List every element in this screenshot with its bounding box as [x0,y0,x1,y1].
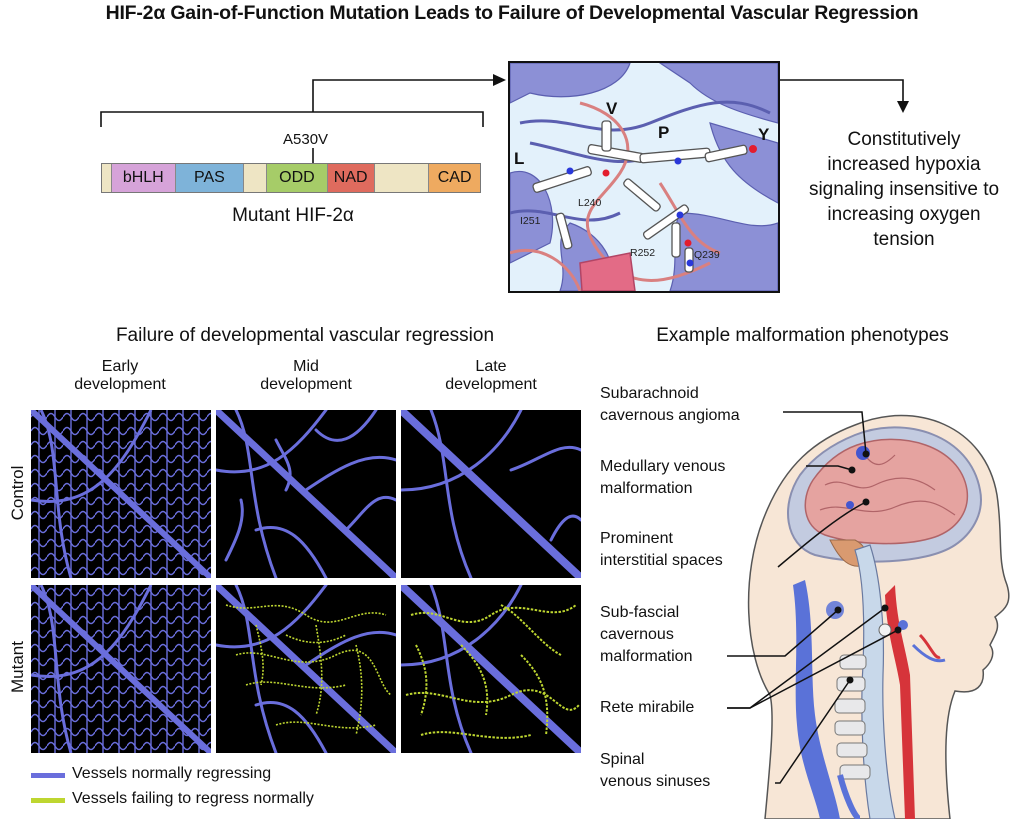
panel-mutant-early [31,585,211,753]
legend-label-regressing: Vessels normally regressing [72,765,272,782]
stage-line: development [445,376,537,393]
domain-bhlh: bHLH [111,164,176,192]
figure-title: HIF-2α Gain-of-Function Mutation Leads t… [105,2,919,24]
outcome-line: Constitutively [847,129,961,150]
residue-label-v: V [606,99,618,118]
panel-mutant-late [401,585,581,753]
outcome-line: increased hypoxia [827,154,981,175]
protein-linker [244,164,268,192]
panel-control-late [401,410,581,578]
phenotype-label-rete: Rete mirabile [600,697,694,719]
domain-nad: NAD [327,164,375,192]
domain-odd: ODD [267,164,328,192]
protein-linker [374,164,430,192]
label-line: Prominent [600,530,673,547]
stage-line: Late [475,358,507,375]
domain-pas: PAS [175,164,245,192]
residue-label-i251: I251 [520,215,541,227]
residue-label-q239: Q239 [694,249,720,261]
head-anatomy-illustration [747,414,1010,819]
residue-label-r252: R252 [630,247,656,259]
label-line: Medullary venous [600,458,726,475]
label-line: Subarachnoid [600,385,699,402]
stage-line: Mid [293,358,319,375]
stage-line: Early [101,358,139,375]
legend-swatch-failing [31,798,65,803]
outcome-line: signaling insensitive to [808,179,1000,200]
residue-label-l240: L240 [578,197,602,209]
residue-label-p: P [658,123,670,142]
label-line: Rete mirabile [600,699,695,716]
label-line: venous sinuses [600,773,711,790]
protein-structure-panel: V L P Y I251 L240 R252 Q239 [508,61,780,293]
protein-domain-bar: bHLH PAS ODD NAD CAD [101,163,481,193]
panel-control-mid [216,410,396,578]
legend-label-failing: Vessels failing to regress normally [72,790,314,807]
vessel-network [216,410,396,578]
vessel-network [31,410,211,578]
phenotype-label-subfascial: Sub-fascial cavernous malformation [600,602,692,668]
residue-label-l: L [514,149,525,168]
panel-mutant-mid [216,585,396,753]
outcome-line: tension [873,229,935,250]
label-line: Spinal [600,751,645,768]
panel-control-early [31,410,211,578]
stage-label-late: Late development [401,358,581,394]
label-line: malformation [600,480,693,497]
vessel-network [31,585,211,753]
phenotype-label-interstitial: Prominent interstitial spaces [600,528,723,572]
regression-heading: Failure of developmental vascular regres… [115,325,495,346]
outcome-text: Constitutively increased hypoxia signali… [790,127,1018,252]
residue-label-y: Y [758,125,770,144]
vessel-network [401,585,581,753]
protein-structure-render [510,63,778,291]
domain-cad: CAD [429,164,480,192]
top-connectors [100,74,909,163]
phenotype-label-subarachnoid: Subarachnoid cavernous angioma [600,383,740,427]
vessel-network [216,585,396,753]
stage-label-early: Early development [30,358,210,394]
label-line: malformation [600,648,693,665]
stage-line: development [260,376,352,393]
outcome-line: increasing oxygen [827,204,981,225]
label-line: interstitial spaces [600,552,723,569]
vessel-network [401,410,581,578]
row-label-control: Control [8,465,27,521]
phenotype-label-spinal: Spinal venous sinuses [600,749,710,793]
label-line: Sub-fascial [600,604,680,621]
phenotypes-heading: Example malformation phenotypes [656,325,949,346]
mutation-label: A530V [283,131,329,148]
label-line: cavernous angioma [600,407,740,424]
protein-linker [102,164,112,192]
stage-label-mid: Mid development [216,358,396,394]
row-label-mutant: Mutant [8,641,27,693]
stage-line: development [74,376,166,393]
protein-caption: Mutant HIF-2α [232,205,354,226]
phenotype-label-medullary: Medullary venous malformation [600,456,725,500]
legend-swatch-regressing [31,773,65,778]
label-line: cavernous [600,626,674,643]
